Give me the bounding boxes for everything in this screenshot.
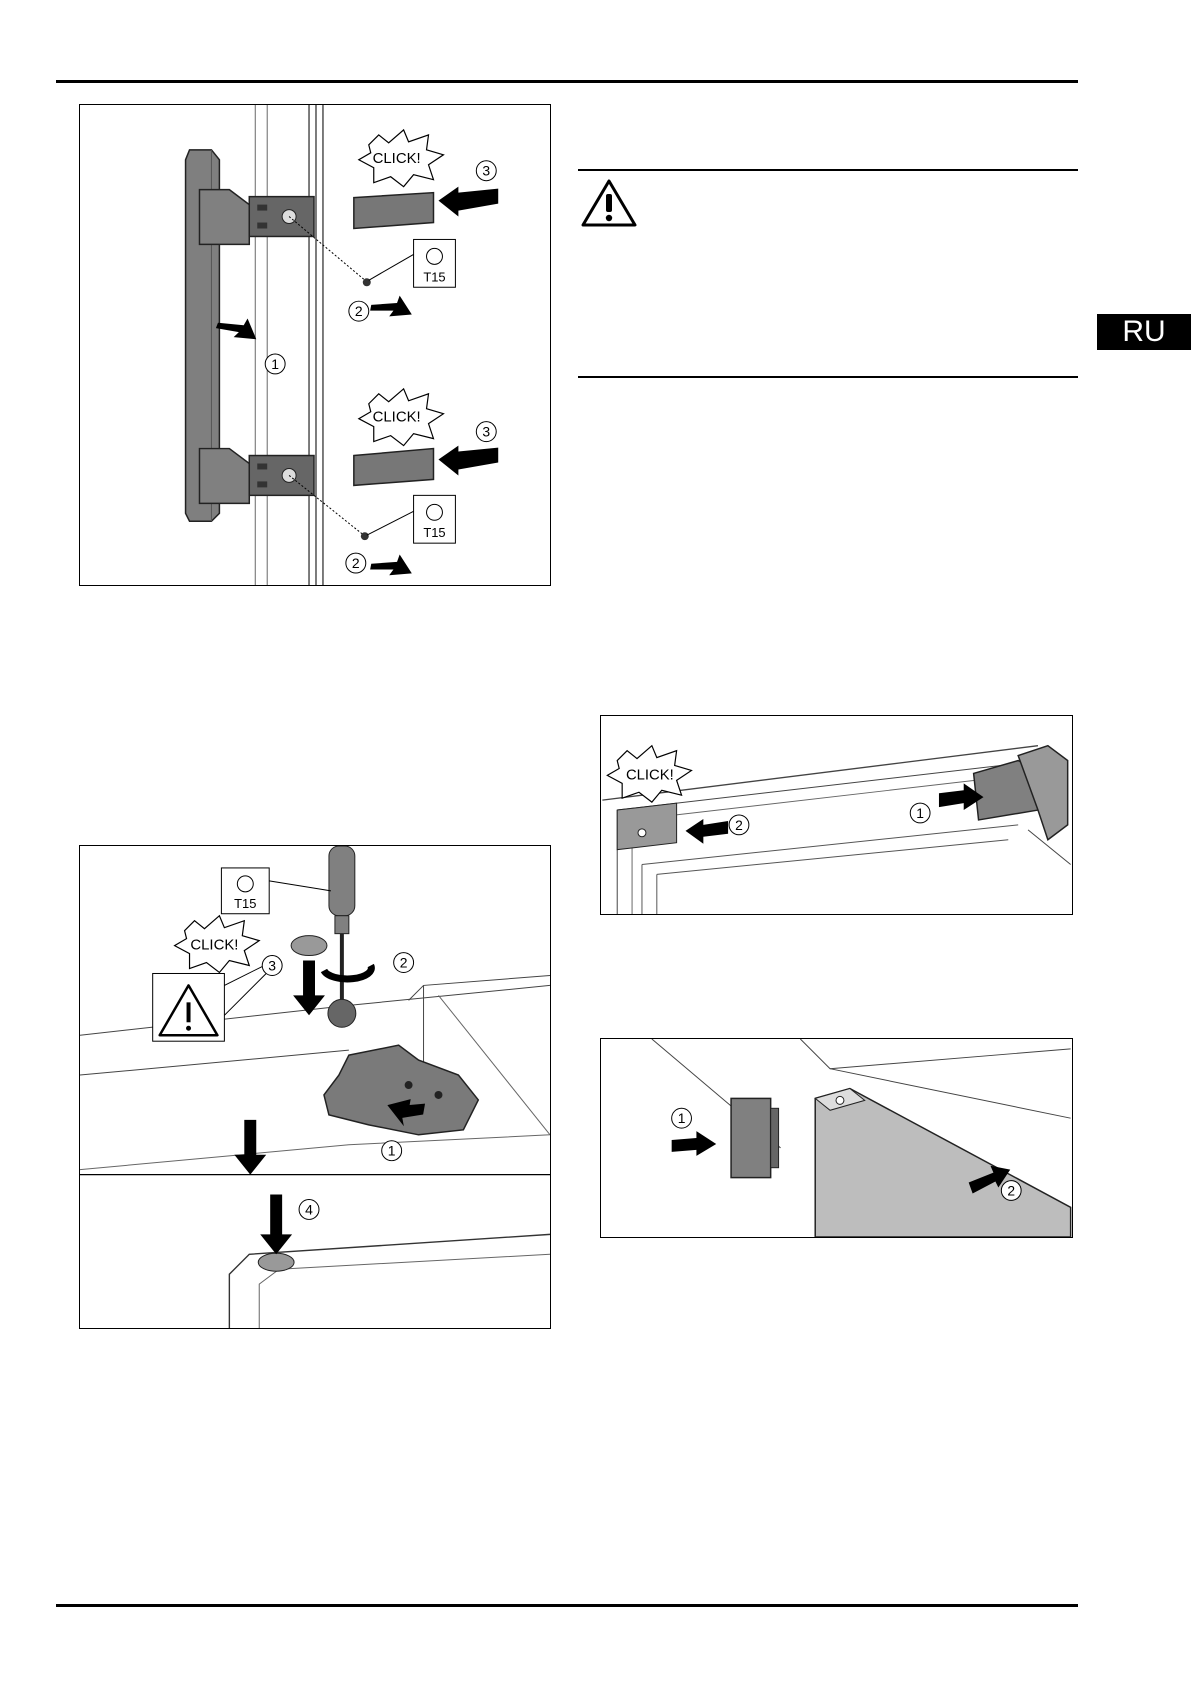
hinge-warning-icon — [158, 984, 219, 1037]
handle-step3-bottom: 3 — [482, 424, 490, 440]
warning-bottom-rule — [578, 376, 1078, 378]
language-tab: RU — [1097, 314, 1191, 350]
top-rail-click-label: CLICK! — [626, 767, 674, 783]
handle-click-bottom-label: CLICK! — [373, 409, 421, 426]
handle-step3-top: 3 — [482, 163, 490, 179]
hinge-step3: 3 — [268, 957, 276, 973]
header-rule — [56, 80, 1078, 83]
hinge-step1: 1 — [388, 1143, 396, 1159]
figure-hinge-mounting: T15 CLICK! 3 2 1 4 — [79, 845, 551, 1329]
figure-handle-mounting: CLICK! CLICK! 3 3 2 2 1 T15 T15 — [79, 104, 551, 586]
warning-top-rule — [578, 169, 1078, 171]
top-rail-step1: 1 — [916, 805, 924, 821]
language-tab-label: RU — [1122, 315, 1166, 348]
door-cap-step2: 2 — [1007, 1182, 1015, 1198]
warning-icon — [580, 178, 638, 228]
footer-rule — [56, 1604, 1078, 1607]
handle-step2-top: 2 — [355, 303, 363, 319]
hinge-step2: 2 — [400, 955, 408, 971]
figure-door-cap: 1 2 — [600, 1038, 1073, 1238]
handle-tool-bottom: T15 — [423, 525, 445, 540]
hinge-click-label: CLICK! — [190, 937, 238, 954]
handle-tool-top: T15 — [423, 269, 445, 284]
hinge-step4: 4 — [305, 1201, 313, 1217]
handle-click-top-label: CLICK! — [373, 150, 421, 167]
figure-top-rail: CLICK! 1 2 — [600, 715, 1073, 915]
hinge-tool-label: T15 — [234, 896, 256, 911]
top-rail-step2: 2 — [735, 817, 743, 833]
handle-step1: 1 — [271, 356, 279, 372]
door-cap-step1: 1 — [678, 1110, 686, 1126]
handle-step2-bottom: 2 — [352, 555, 360, 571]
